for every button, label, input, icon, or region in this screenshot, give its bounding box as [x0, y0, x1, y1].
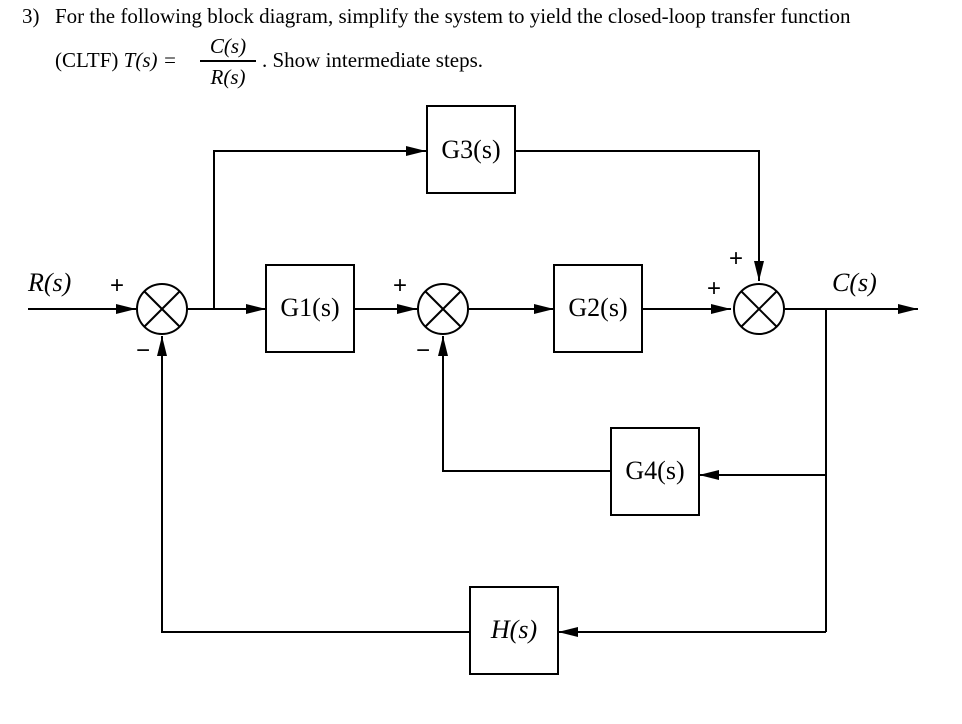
sj2-input-sign: + — [393, 272, 407, 299]
cltf-label: (CLTF) T(s) = — [55, 48, 177, 73]
output-label: C(s) — [832, 268, 877, 297]
summing-junction-3 — [733, 283, 785, 335]
sj2-feedback-sign: − — [416, 337, 430, 364]
question-text-line1: For the following block diagram, simplif… — [55, 4, 851, 28]
sj1-feedback-sign: − — [136, 337, 150, 364]
block-h-label: H(s) — [490, 615, 537, 644]
fraction-denominator: R(s) — [210, 64, 246, 89]
fraction-bar — [200, 60, 256, 62]
sj1-input-sign: + — [110, 272, 124, 299]
fraction-numerator: C(s) — [209, 34, 247, 58]
block-g4-label: G4(s) — [625, 456, 684, 485]
block-g3-label: G3(s) — [441, 135, 500, 164]
cltf-prefix: (CLTF) — [55, 48, 119, 72]
g4-to-sj2-line — [438, 336, 611, 472]
g3-to-sj3-line — [515, 150, 764, 281]
tf-symbol: T(s) = — [123, 48, 177, 72]
sj3-top-sign: + — [729, 245, 743, 272]
sj3-left-sign: + — [707, 275, 721, 302]
question-text-rest: . Show intermediate steps. — [262, 48, 484, 72]
block-g2 — [553, 264, 643, 353]
block-h — [469, 586, 559, 675]
problem-statement: 3) For the following block diagram, simp… — [0, 0, 962, 100]
h-to-sj1-line — [157, 336, 470, 633]
input-label: R(s) — [27, 268, 71, 297]
summing-junction-1 — [136, 283, 188, 335]
branch-to-g3-line — [213, 146, 426, 309]
block-g1-label: G1(s) — [280, 293, 339, 322]
block-g3 — [426, 105, 516, 194]
question-number: 3) — [22, 4, 40, 28]
block-g1 — [265, 264, 355, 353]
summing-junction-2 — [417, 283, 469, 335]
transfer-function-fraction: C(s) R(s) — [200, 34, 256, 89]
block-g2-label: G2(s) — [568, 293, 627, 322]
block-g4 — [610, 427, 700, 516]
